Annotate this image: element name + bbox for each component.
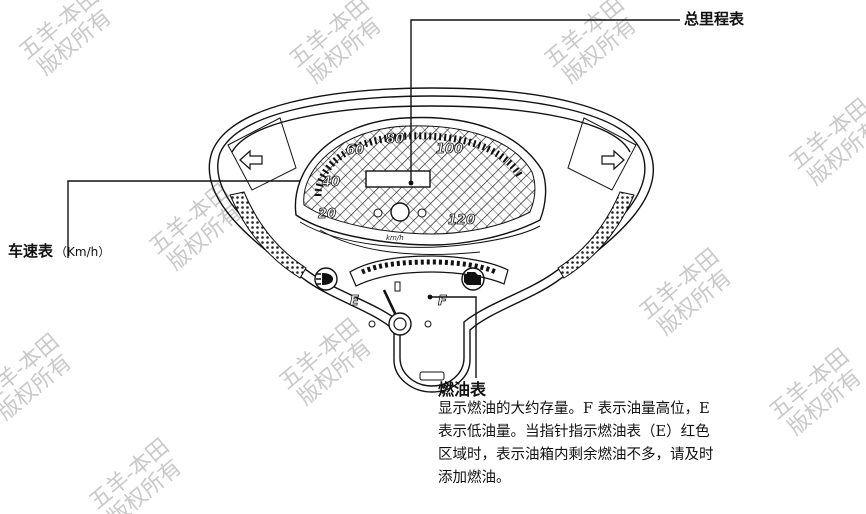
headlight-icon [314, 267, 338, 291]
speedometer-label-text: 车速表 [8, 242, 54, 260]
fuel-leader [430, 296, 477, 378]
fuel-gauge-label: 燃油表 [438, 380, 487, 399]
speed-mark: 120 [448, 213, 475, 228]
speed-unit-mark: km/h [386, 234, 404, 242]
speedometer-label: 车速表（Km/h） [8, 240, 110, 261]
speed-mark: 20 [318, 207, 336, 222]
speed-mark: 100 [436, 142, 463, 157]
speedometer-unit: （Km/h） [55, 245, 111, 259]
description-line: 区域时，表示油箱内剩余燃油不多，请及时 [438, 447, 714, 463]
speed-scale: 20 40 60 80 100 120 [318, 132, 476, 229]
odometer-window [365, 170, 431, 188]
speed-mark: 80 [386, 132, 404, 147]
description-line: 添加燃油。 [438, 470, 511, 486]
fuel-gauge [349, 255, 509, 336]
odometer-leader [410, 19, 680, 183]
engine-check-icon [461, 267, 485, 291]
left-turn-signal-icon [239, 149, 263, 171]
speed-mark: 60 [346, 143, 364, 158]
fuel-empty-mark: E [350, 294, 359, 309]
odometer-label: 总里程表 [684, 10, 745, 28]
description-line: 表示低油量。当指针指示燃油表（E）红色 [438, 424, 710, 440]
leader-lines [67, 19, 680, 378]
fuel-gauge-description: 显示燃油的大约存量。F 表示油量高位，E 表示低油量。当指针指示燃油表（E）红色… [438, 398, 863, 490]
fuel-full-mark: F [438, 294, 447, 309]
description-line: 显示燃油的大约存量。F 表示油量高位，E [438, 401, 710, 417]
right-grille [557, 191, 635, 279]
left-grille [229, 191, 307, 279]
speedometer-leader [67, 180, 300, 258]
speed-mark: 40 [321, 175, 340, 190]
right-turn-signal-icon [601, 149, 625, 171]
